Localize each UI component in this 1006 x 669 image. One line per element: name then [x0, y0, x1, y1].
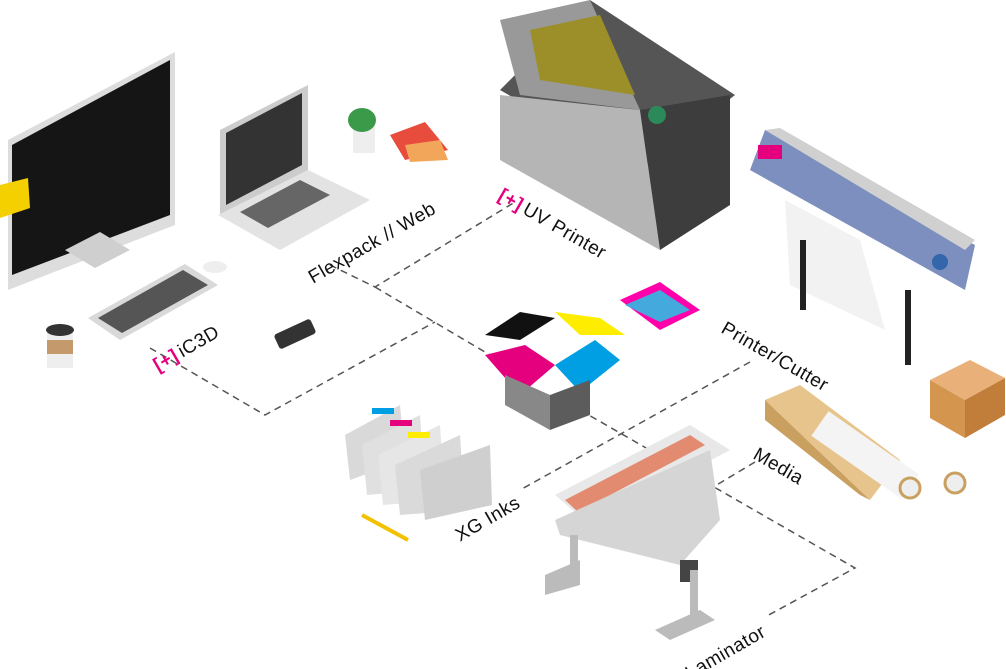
printer-cutter-icon: [750, 128, 975, 365]
cmyk-box-icon: [485, 312, 625, 430]
color-chart-icon: [620, 282, 700, 330]
desktop-computer-icon: [0, 52, 175, 290]
plant-icon: [348, 108, 376, 153]
mouse-icon: [203, 261, 227, 273]
laminator-icon: [545, 425, 730, 640]
ink-cartridges-icon: [345, 405, 492, 520]
shipping-box-icon: [930, 360, 1005, 438]
pencil-icon: [361, 513, 409, 542]
keyboard-icon: [88, 264, 218, 340]
uv-printer-icon: [500, 0, 735, 250]
media-rolls-icon: [765, 385, 967, 500]
laptop-icon: [218, 85, 370, 250]
connector-lines: [149, 201, 857, 618]
smartphone-icon: [274, 319, 316, 349]
swatch-icon: [390, 122, 448, 162]
coffee-cup-icon: [46, 324, 74, 368]
